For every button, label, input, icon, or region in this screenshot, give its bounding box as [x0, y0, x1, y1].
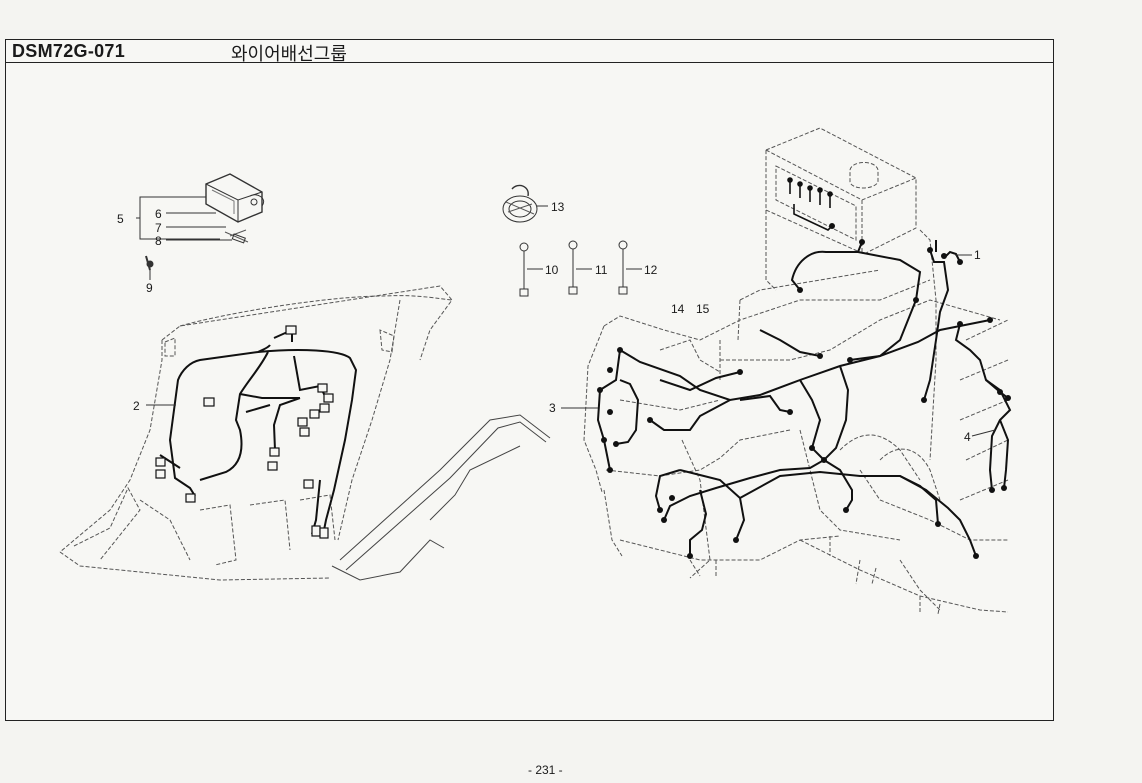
callout-4: 4	[964, 430, 971, 444]
relay-box-part	[145, 173, 264, 271]
title-bar: DSM72G-071 와이어배선그룹	[6, 40, 1053, 65]
cable-ties-10-12	[519, 240, 642, 297]
callout-3: 3	[549, 401, 556, 415]
drawing-sheet: DSM72G-071 와이어배선그룹	[5, 39, 1054, 721]
clamp-13	[502, 184, 548, 223]
callout-leaders-5-9	[136, 196, 232, 280]
harness-2-connectors	[155, 325, 334, 539]
callout-6: 6	[155, 207, 162, 221]
page-number: - 231 -	[528, 763, 563, 777]
callout-5: 5	[117, 212, 124, 226]
cutter-rails	[331, 414, 551, 581]
drawing-title: 와이어배선그룹	[231, 44, 347, 65]
control-box	[765, 127, 917, 291]
harness-1	[923, 240, 961, 401]
callout-11: 11	[595, 263, 608, 277]
callout-7: 7	[155, 221, 162, 235]
drawing-code: DSM72G-071	[12, 41, 126, 61]
harness-connectors-right	[597, 223, 1011, 559]
harness-2	[159, 328, 358, 535]
callout-8: 8	[155, 234, 162, 248]
harness-4	[954, 323, 1012, 491]
callout-leaders-right	[561, 254, 996, 437]
callout-1: 1	[974, 248, 981, 262]
callout-10: 10	[545, 263, 559, 277]
harness-3	[596, 241, 991, 557]
cutter-frame	[59, 285, 453, 581]
callout-9: 9	[146, 281, 153, 295]
control-box-wiring	[787, 177, 833, 231]
callout-15: 15	[696, 302, 710, 316]
callout-12: 12	[644, 263, 658, 277]
callout-14: 14	[671, 302, 685, 316]
callout-13: 13	[551, 200, 565, 214]
callout-2: 2	[133, 399, 140, 413]
chassis-frame	[583, 229, 1009, 615]
